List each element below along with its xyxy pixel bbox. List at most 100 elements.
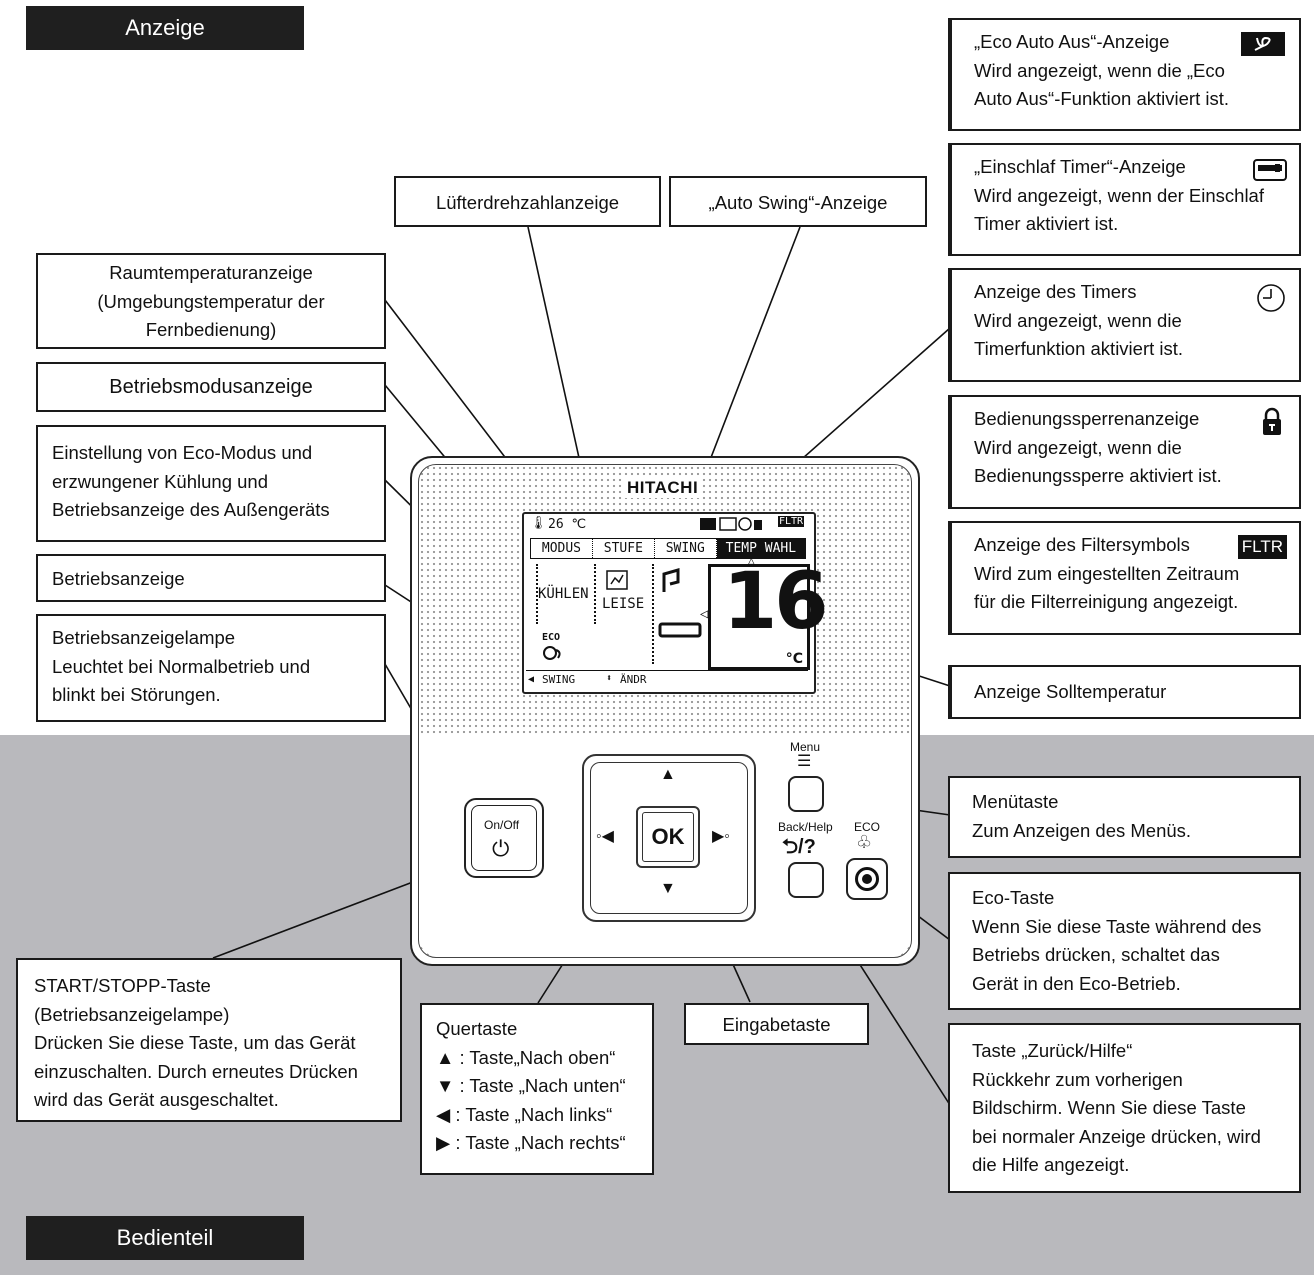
label-mode: Betriebsmodusanzeige — [36, 362, 386, 412]
label-eco-key-line: Gerät in den Eco-Betrieb. — [972, 972, 1181, 994]
lcd-fan-value: LEISE — [602, 596, 645, 612]
cross-down-button[interactable]: ▼ — [660, 880, 676, 897]
lcd-tab-modus: MODUS — [531, 539, 593, 558]
label-eco-key-line: Eco-Taste — [972, 887, 1055, 908]
remote-controller: HITACHI 🌡 26 ℃ FLTR MODUS STUFE SWING TE… — [410, 456, 920, 966]
onoff-button[interactable]: On/Off ⏻ — [464, 798, 544, 878]
label-start-stop-line: einzuschalten. Durch erneutes Drücken — [34, 1060, 358, 1082]
lcd-tab-temp-wahl: TEMP WAHL — [716, 539, 806, 558]
label-auto-swing-text: „Auto Swing“-Anzeige — [708, 192, 888, 213]
label-auto-swing: „Auto Swing“-Anzeige — [669, 176, 927, 227]
arrow-right-icon: ▶ — [436, 1132, 456, 1153]
label-lock-line: Wird angezeigt, wenn die — [974, 436, 1182, 458]
arrow-up-icon: ▲ — [436, 1046, 460, 1068]
label-room-temp-line: Raumtemperaturanzeige — [109, 262, 313, 283]
eco-button[interactable] — [846, 858, 888, 900]
label-menu-key: Menütaste Zum Anzeigen des Menüs. — [948, 776, 1301, 858]
lcd-filter-icon: FLTR — [778, 516, 805, 527]
eco-leaf-icon: ♧ — [856, 832, 873, 852]
lcd-bottom-right: ÄNDR — [620, 673, 647, 686]
cross-up-button[interactable]: ▲ — [660, 766, 676, 783]
label-lock-line: Bedienungssperrenanzeige — [974, 408, 1200, 429]
label-room-temp-line: (Umgebungstemperatur der — [97, 290, 325, 312]
temp-cursor-icon: ◁ — [700, 606, 709, 622]
set-temperature-value: 16 — [723, 557, 829, 647]
menu-button[interactable] — [788, 776, 824, 812]
lcd-status-icons — [700, 517, 776, 535]
label-fan-speed: Lüfterdrehzahlanzeige — [394, 176, 661, 227]
lcd-divider — [536, 564, 539, 624]
lcd-left-key-icon: ◀ — [528, 674, 535, 685]
label-eco-setting-line: Betriebsanzeige des Außengeräts — [52, 499, 330, 520]
back-label: Back/Help — [778, 820, 833, 834]
set-temperature-box: 16 °C — [708, 557, 829, 670]
label-back-key-line: bei normaler Anzeige drücken, wird — [972, 1125, 1261, 1147]
label-eco-key-line: Wenn Sie diese Taste während des — [972, 915, 1262, 937]
section-title-display: Anzeige — [26, 6, 304, 50]
label-fan-speed-text: Lüfterdrehzahlanzeige — [435, 192, 620, 213]
lcd-tabs: MODUS STUFE SWING TEMP WAHL — [530, 538, 806, 559]
label-eco-auto-off-line: Wird angezeigt, wenn die „Eco — [974, 59, 1225, 81]
label-cross-key-left: : Taste „Nach links“ — [455, 1103, 613, 1125]
label-cross-key: Quertaste ▲ : Taste„Nach oben“ ▼ : Taste… — [420, 1003, 654, 1175]
label-timer-line: Wird angezeigt, wenn die — [974, 309, 1182, 331]
lcd-screen: 🌡 26 ℃ FLTR MODUS STUFE SWING TEMP WAHL … — [522, 512, 829, 694]
label-menu-key-line: Menütaste — [972, 791, 1059, 812]
label-room-temp-line: Fernbedienung) — [145, 319, 277, 340]
louver-position-icon — [658, 620, 702, 644]
lcd-divider — [594, 564, 597, 624]
eco-leaf-icon — [1241, 32, 1285, 65]
back-symbol: /? — [798, 836, 816, 858]
label-cross-key-down: : Taste „Nach unten“ — [459, 1075, 626, 1096]
label-filter-line: für die Filterreinigung angezeigt. — [974, 591, 1239, 612]
ok-button[interactable]: OK — [636, 806, 700, 868]
label-cross-key-right: : Taste „Nach rechts“ — [455, 1132, 626, 1153]
eco-button-dot — [862, 874, 872, 884]
label-cross-key-title: Quertaste — [436, 1018, 518, 1039]
label-filter: Anzeige des Filtersymbols Wird zum einge… — [948, 521, 1301, 635]
label-eco-setting-line: Einstellung von Eco-Modus und — [52, 442, 313, 463]
label-menu-key-line: Zum Anzeigen des Menüs. — [972, 819, 1192, 841]
lcd-room-temp: 26 ℃ — [548, 517, 587, 532]
label-start-stop-line: Drücken Sie diese Taste, um das Gerät — [34, 1032, 356, 1053]
label-filter-line: Wird zum eingestellten Zeitraum — [974, 562, 1240, 584]
fan-speed-icon — [606, 570, 628, 594]
label-sleep-timer-line: „Einschlaf Timer“-Anzeige — [974, 156, 1186, 177]
label-enter-key-text: Eingabetaste — [722, 1014, 831, 1035]
arrow-left-icon: ◀ — [436, 1103, 456, 1125]
label-lock: Bedienungssperrenanzeige Wird angezeigt,… — [948, 395, 1301, 509]
lcd-bottom-left: SWING — [542, 673, 576, 686]
label-start-stop-line: START/STOPP-Taste — [34, 975, 211, 996]
label-back-key-line: Rückkehr zum vorherigen — [972, 1068, 1183, 1090]
label-operation: Betriebsanzeige — [36, 554, 386, 602]
back-help-icon: ⮌/? — [782, 836, 816, 858]
label-lamp-line: Leuchtet bei Normalbetrieb und — [52, 655, 311, 677]
clock-icon — [1255, 282, 1287, 323]
label-sleep-timer: „Einschlaf Timer“-Anzeige Wird angezeigt… — [948, 143, 1301, 256]
thermometer-icon: 🌡 — [530, 516, 547, 531]
label-set-temp: Anzeige Solltemperatur — [948, 665, 1301, 719]
label-set-temp-text: Anzeige Solltemperatur — [974, 681, 1167, 702]
label-lamp-line: Betriebsanzeigelampe — [52, 627, 236, 648]
label-lamp-line: blinkt bei Störungen. — [52, 684, 221, 705]
lcd-tab-swing: SWING — [655, 539, 717, 558]
label-cross-key-up: : Taste„Nach oben“ — [459, 1046, 616, 1068]
back-help-button[interactable] — [788, 862, 824, 898]
lcd-bottom-rule — [526, 670, 808, 671]
label-back-key: Taste „Zurück/Hilfe“ Rückkehr zum vorher… — [948, 1023, 1301, 1193]
menu-icon: ☰ — [797, 753, 812, 770]
temp-up-icon: △ — [748, 554, 755, 567]
label-eco-auto-off-line: Auto Aus“-Funktion aktiviert ist. — [974, 88, 1229, 109]
cross-key[interactable]: ▲ ▼ ◦◀ ▶◦ OK — [582, 754, 756, 922]
label-eco-auto-off-line: „Eco Auto Aus“-Anzeige — [974, 31, 1170, 52]
cross-left-button[interactable]: ◦◀ — [596, 828, 614, 845]
section-title-control: Bedienteil — [26, 1216, 304, 1260]
label-start-stop-line: (Betriebsanzeigelampe) — [34, 1003, 230, 1025]
label-timer: Anzeige des Timers Wird angezeigt, wenn … — [948, 268, 1301, 382]
label-eco-auto-off: „Eco Auto Aus“-Anzeige Wird angezeigt, w… — [948, 18, 1301, 131]
label-back-key-line: Bildschirm. Wenn Sie diese Taste — [972, 1097, 1246, 1118]
label-mode-text: Betriebsmodusanzeige — [109, 376, 313, 398]
cross-right-button[interactable]: ▶◦ — [712, 828, 730, 845]
swing-louver-icon — [660, 566, 682, 600]
brand-logo: HITACHI — [624, 478, 702, 498]
